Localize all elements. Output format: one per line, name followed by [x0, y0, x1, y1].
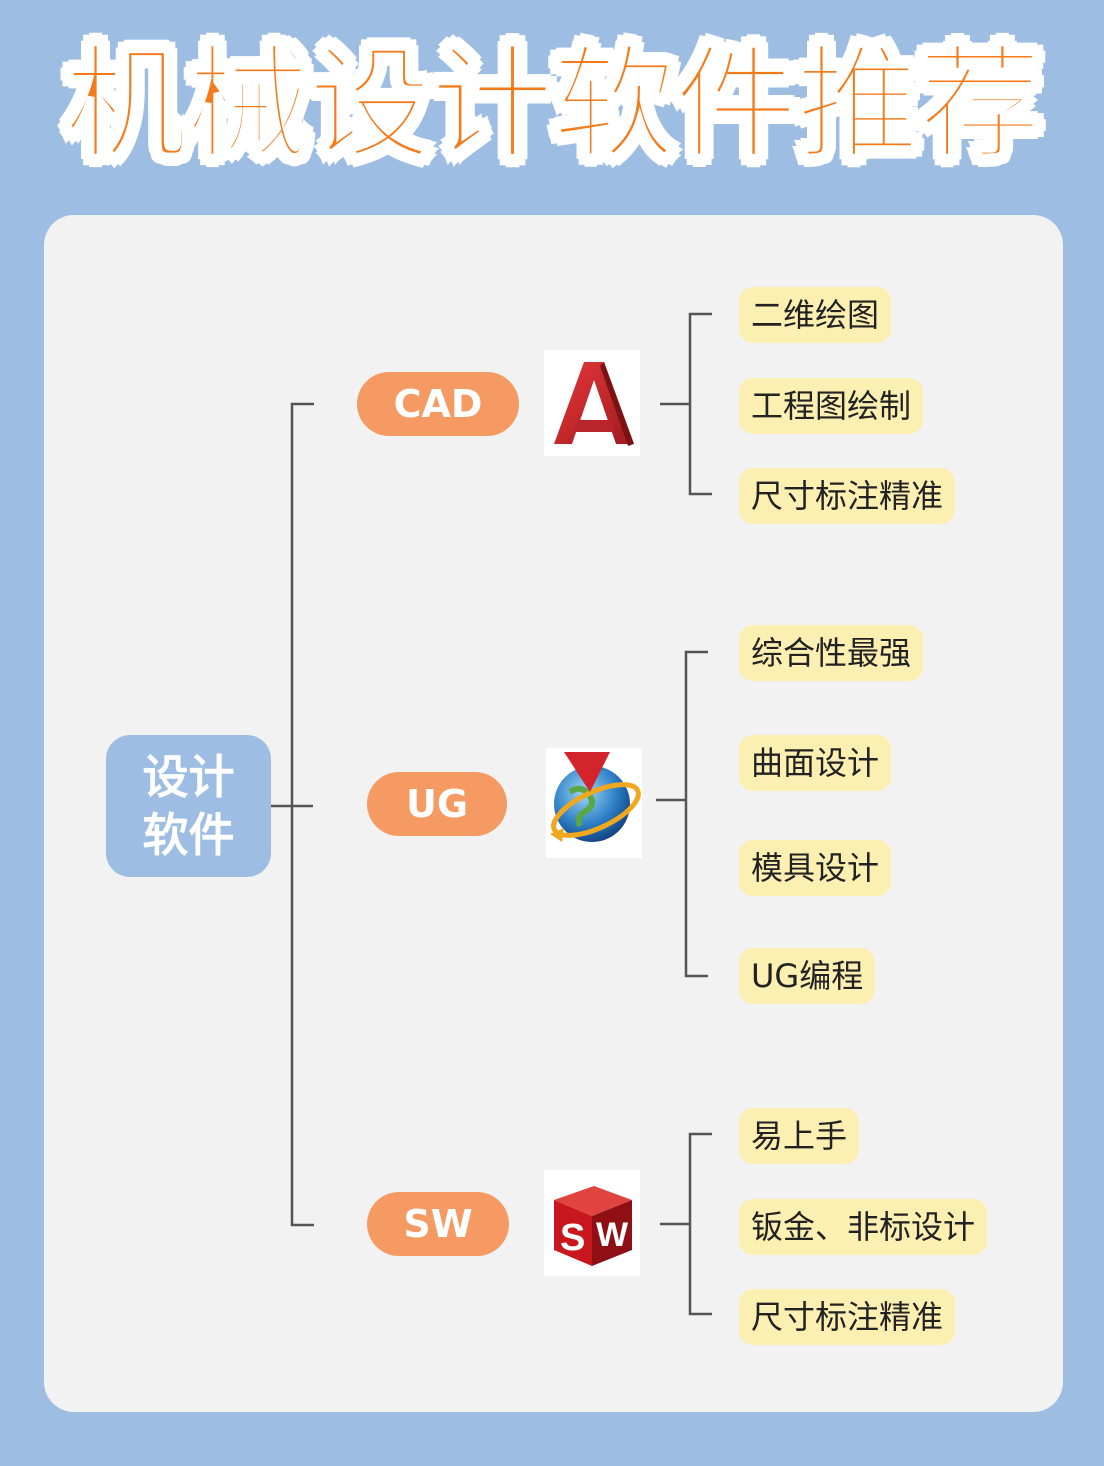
- feature-sw-1: 易上手: [739, 1108, 860, 1164]
- feature-ug-1: 综合性最强: [739, 625, 924, 681]
- root-label-line1: 设计: [142, 750, 235, 804]
- feature-ug-3: 模具设计: [739, 840, 892, 896]
- feature-cad-2: 工程图绘制: [739, 378, 924, 434]
- feature-ug-4: UG编程: [739, 948, 876, 1004]
- feature-cad-1: 二维绘图: [739, 287, 892, 343]
- page-title: 机械设计软件推荐: [62, 32, 1043, 179]
- svg-text:W: W: [596, 1216, 629, 1254]
- feature-sw-2: 钣金、非标设计: [739, 1199, 988, 1255]
- feature-ug-2: 曲面设计: [739, 735, 892, 791]
- root-label-line2: 软件: [142, 808, 235, 862]
- svg-text:S: S: [560, 1217, 585, 1259]
- software-node-ug: UG: [367, 772, 507, 836]
- feature-cad-3: 尺寸标注精准: [739, 468, 956, 524]
- autocad-logo-icon: [544, 350, 640, 456]
- software-node-sw: SW: [367, 1192, 509, 1256]
- feature-sw-3: 尺寸标注精准: [739, 1289, 956, 1345]
- solidworks-logo-icon: S W: [544, 1170, 640, 1276]
- ug-nx-logo-icon: [546, 748, 642, 858]
- root-node: 设计 软件: [106, 735, 271, 877]
- software-node-cad: CAD: [357, 372, 519, 436]
